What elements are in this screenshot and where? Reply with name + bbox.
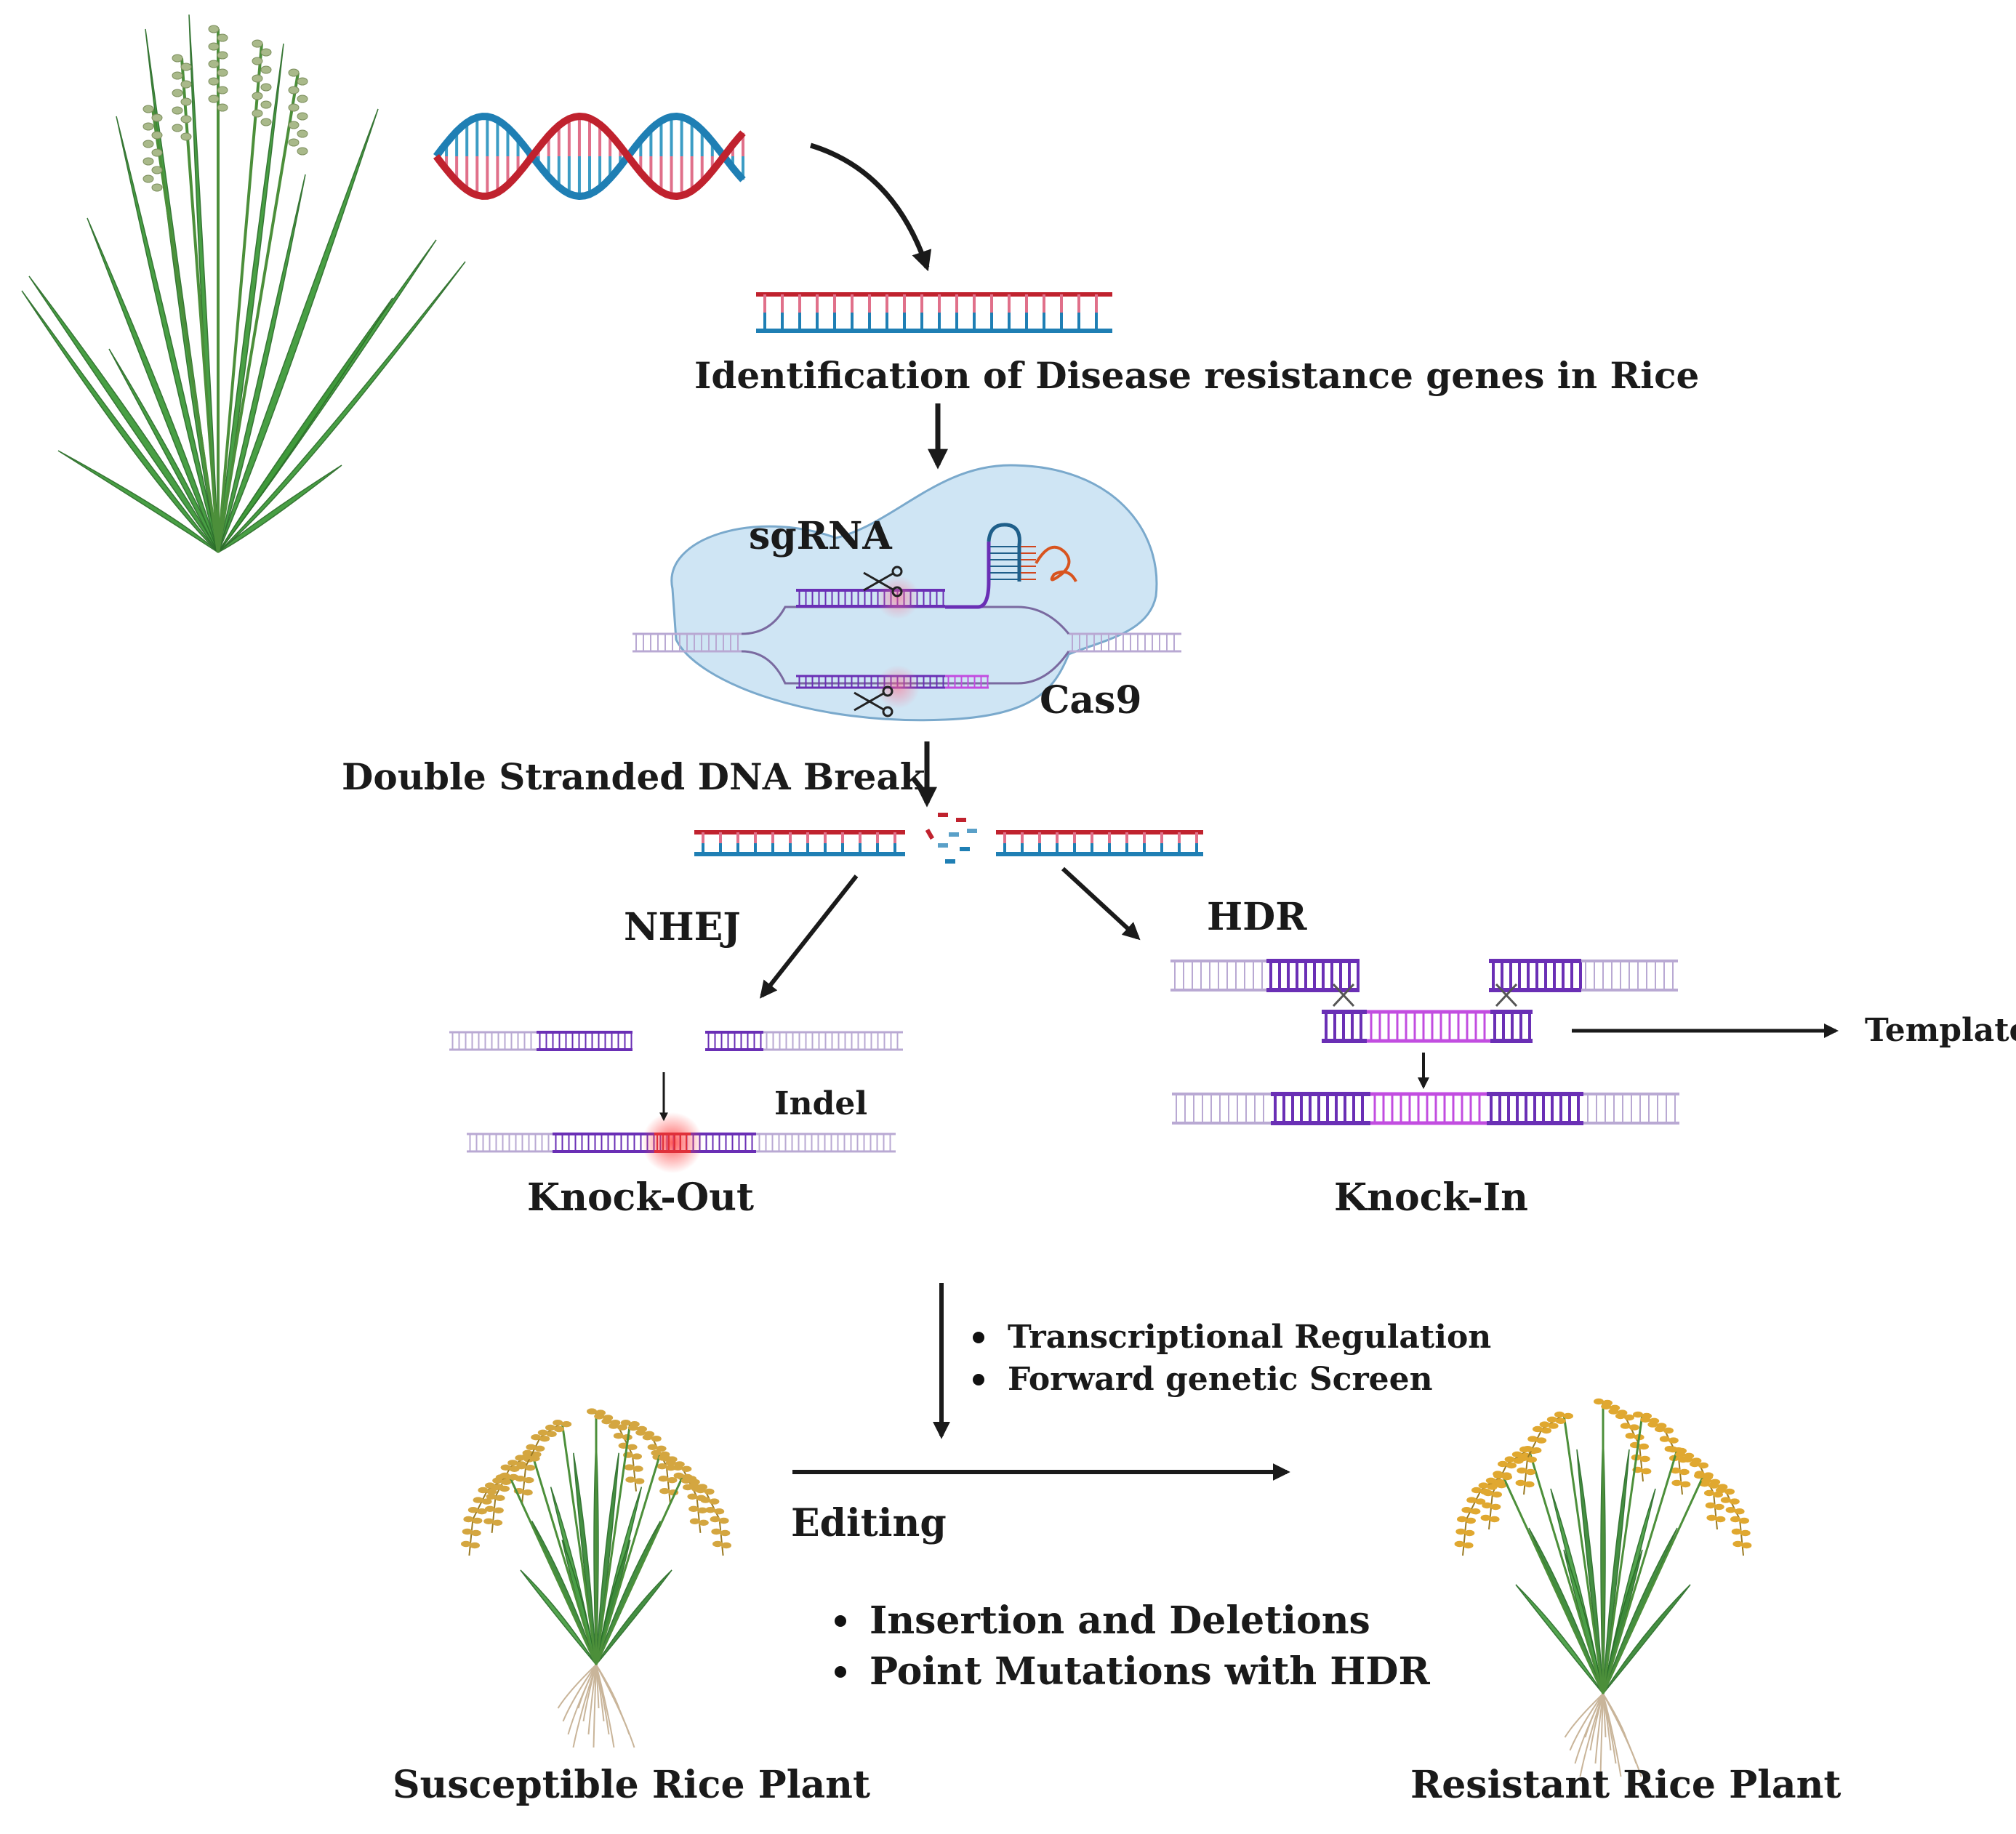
scissors-icon bbox=[854, 685, 893, 717]
arrow-to-hdr bbox=[1061, 866, 1141, 941]
scissors-icon bbox=[863, 566, 903, 598]
rice-plant-resistant-icon bbox=[1454, 1398, 1752, 1777]
dsb-label: Double Stranded DNA Break bbox=[342, 755, 925, 798]
hdr-label: HDR bbox=[1207, 895, 1307, 939]
knock-in-label: Knock-In bbox=[1334, 1175, 1528, 1220]
template-label: Template bbox=[1865, 1012, 2016, 1049]
dna-helix-icon bbox=[433, 113, 746, 200]
rice-plant-susceptible-icon bbox=[461, 1408, 731, 1748]
bullet-item: Point Mutations with HDR bbox=[829, 1646, 1430, 1697]
knock-out-label: Knock-Out bbox=[527, 1175, 754, 1220]
cas9-complex bbox=[632, 464, 1181, 722]
bullet-item: Forward genetic Screen bbox=[967, 1359, 1491, 1401]
bullets-top: Transcriptional Regulation Forward genet… bbox=[967, 1316, 1491, 1401]
identification-label: Identification of Disease resistance gen… bbox=[694, 354, 1700, 397]
susceptible-label: Susceptible Rice Plant bbox=[393, 1763, 871, 1807]
arrow-to-nhej bbox=[760, 874, 859, 999]
arrow-helix-to-gene bbox=[809, 142, 932, 272]
nhej-label: NHEJ bbox=[624, 905, 741, 949]
bullets-bottom: Insertion and Deletions Point Mutations … bbox=[829, 1596, 1430, 1697]
sgrna-label: sgRNA bbox=[749, 514, 892, 558]
bullet-item: Transcriptional Regulation bbox=[967, 1316, 1491, 1359]
bullet-item: Insertion and Deletions bbox=[829, 1596, 1430, 1646]
resistant-label: Resistant Rice Plant bbox=[1410, 1763, 1842, 1807]
gene-dna-strand bbox=[756, 292, 1112, 333]
knock-out-dna bbox=[449, 1031, 903, 1173]
rice-plant-icon bbox=[21, 14, 466, 553]
knock-in-dna bbox=[1170, 959, 1679, 1125]
double-strand-break-dna bbox=[694, 813, 1203, 864]
editing-label: Editing bbox=[791, 1501, 947, 1545]
cas9-label: Cas9 bbox=[1040, 678, 1142, 723]
indel-label: Indel bbox=[774, 1085, 868, 1122]
